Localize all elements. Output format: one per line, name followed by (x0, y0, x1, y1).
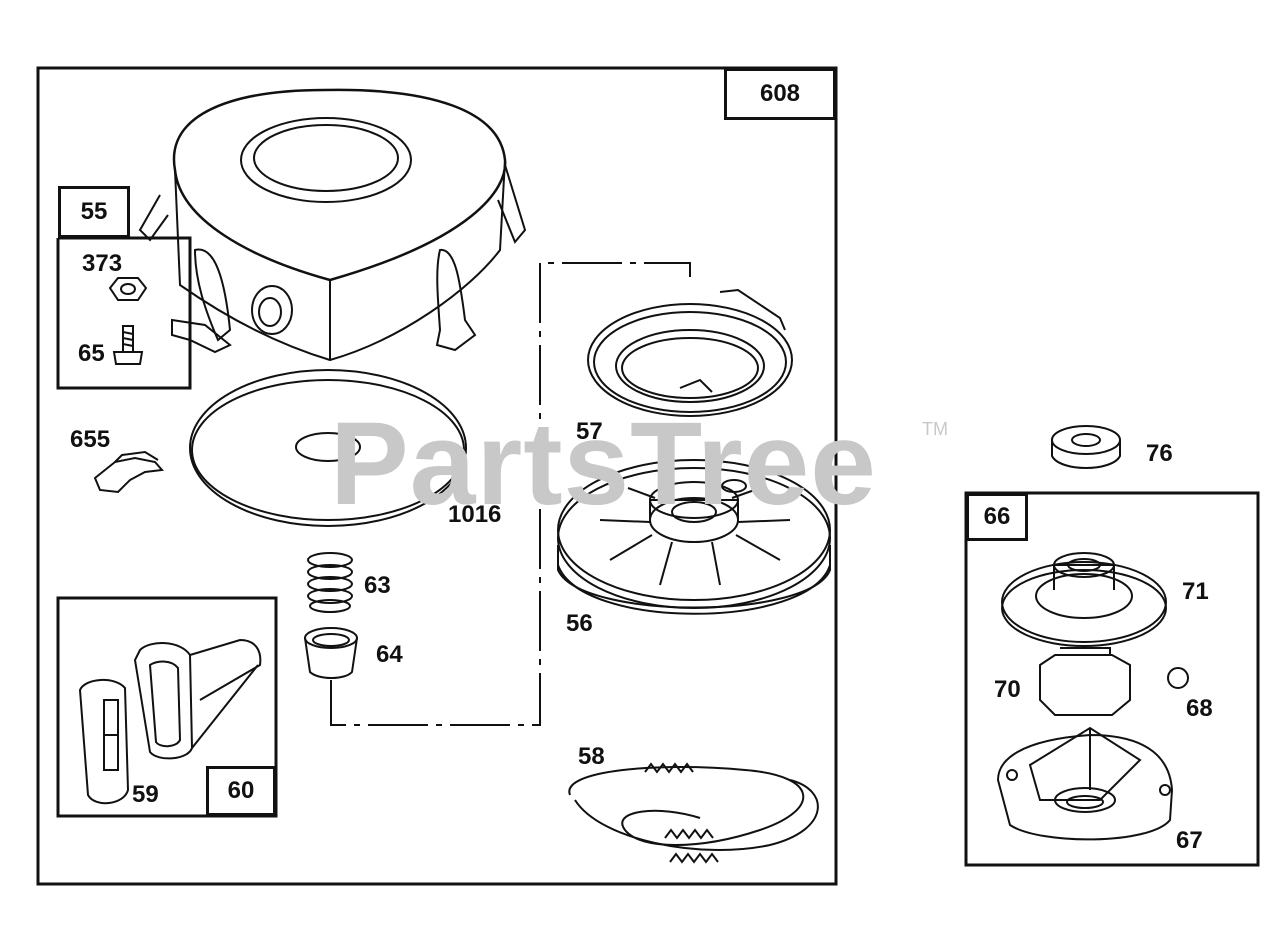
part-label-64: 64 (376, 641, 403, 668)
part-label-70: 70 (994, 676, 1021, 703)
screen-1016-drawing (189, 369, 467, 527)
part-label-58: 58 (578, 743, 605, 770)
cover-67-drawing (996, 726, 1174, 841)
nut-373-drawing (108, 277, 148, 301)
kit-66-frame (964, 491, 1260, 867)
leader-line (330, 262, 691, 726)
kit-66-label: 66 (966, 493, 1028, 541)
pulley-56-drawing (557, 459, 831, 615)
starter-cup-71-drawing (1001, 552, 1167, 647)
bolt-65-drawing (112, 325, 144, 365)
part-label-59: 59 (132, 781, 159, 808)
part-label-76: 76 (1146, 440, 1173, 467)
spring-63-drawing (307, 552, 353, 613)
part-label-655: 655 (70, 426, 111, 453)
trademark-symbol: TM (922, 419, 948, 439)
blower-housing-drawing (138, 88, 527, 362)
kit-60-label: 60 (206, 766, 276, 816)
handle-59-drawing (78, 679, 130, 805)
part-label-57: 57 (576, 418, 603, 445)
part-label-373: 373 (82, 250, 123, 277)
part-label-65: 65 (78, 340, 105, 367)
kit-60-frame (56, 596, 278, 818)
partstree-watermark: PartsTree (330, 398, 877, 530)
part-label-63: 63 (364, 572, 391, 599)
part-label-1016: 1016 (448, 501, 502, 528)
part-label-56: 56 (566, 610, 593, 637)
part-label-71: 71 (1182, 578, 1209, 605)
handle-60-drawing (133, 638, 262, 760)
rope-58-drawing (568, 762, 819, 864)
retainer-64-drawing (304, 627, 358, 679)
assembly-608-label: 608 (724, 68, 836, 120)
ball-68-drawing (1167, 667, 1189, 689)
rewind-spring-57-drawing (587, 288, 793, 417)
kit-55-label: 55 (58, 186, 130, 238)
assembly-frame (36, 66, 838, 886)
ratchet-70-drawing (1039, 647, 1131, 716)
clip-655-drawing (93, 450, 165, 494)
washer-76-drawing (1051, 425, 1121, 469)
kit-55-frame (56, 236, 192, 390)
part-label-68: 68 (1186, 695, 1213, 722)
part-label-67: 67 (1176, 827, 1203, 854)
